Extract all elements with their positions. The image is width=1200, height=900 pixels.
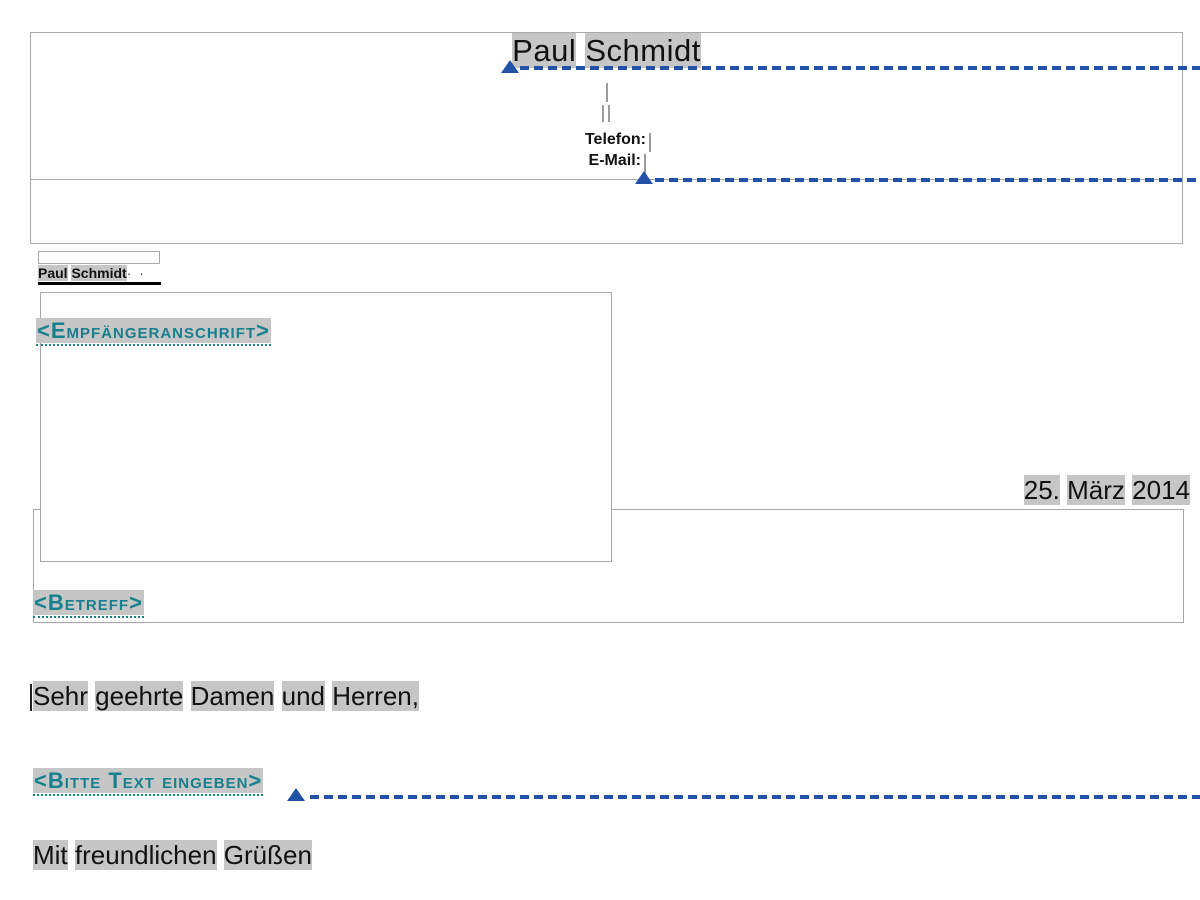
salutation[interactable]: Sehr geehrte Damen und Herren, [33, 681, 419, 711]
email-label[interactable]: E-Mail: [588, 152, 641, 169]
sender-name-heading[interactable]: Paul Schmidt [512, 33, 701, 68]
text-cursor-mark [608, 105, 610, 122]
field-dashed-line [655, 178, 1200, 182]
return-address-frame[interactable] [38, 251, 160, 264]
closing[interactable]: Mit freundlichen Grüßen [33, 840, 312, 870]
field-dashed-line [310, 795, 1200, 799]
return-address-line[interactable]: Paul Schmidt· · [38, 265, 161, 285]
subject-placeholder-text: <Betreff> [33, 590, 144, 615]
field-anchor-triangle-icon [501, 60, 519, 73]
body-text-placeholder-text: <Bitte Text eingeben> [33, 768, 264, 793]
letterhead-divider-line [30, 179, 1183, 180]
field-dashed-line [520, 66, 1200, 70]
text-cursor-mark [606, 83, 608, 102]
return-address-name: Paul Schmidt [38, 265, 127, 281]
recipient-address-placeholder[interactable]: <Empfängeranschrift> [36, 318, 271, 347]
date[interactable]: 25. März 2014 [1023, 475, 1190, 505]
text-cursor-mark [644, 154, 646, 176]
phone-label[interactable]: Telefon: [584, 131, 646, 148]
text-cursor-mark [602, 105, 604, 122]
space-formatting-marks: · · [126, 265, 146, 281]
text-cursor-mark [649, 133, 651, 152]
body-text-placeholder[interactable]: <Bitte Text eingeben> [33, 768, 264, 797]
letterhead-frame[interactable] [30, 32, 1183, 244]
recipient-address-placeholder-text: <Empfängeranschrift> [36, 318, 271, 343]
subject-placeholder[interactable]: <Betreff> [33, 590, 144, 619]
text-caret [30, 684, 32, 711]
field-anchor-triangle-icon [287, 788, 305, 801]
field-anchor-triangle-icon [635, 171, 653, 184]
